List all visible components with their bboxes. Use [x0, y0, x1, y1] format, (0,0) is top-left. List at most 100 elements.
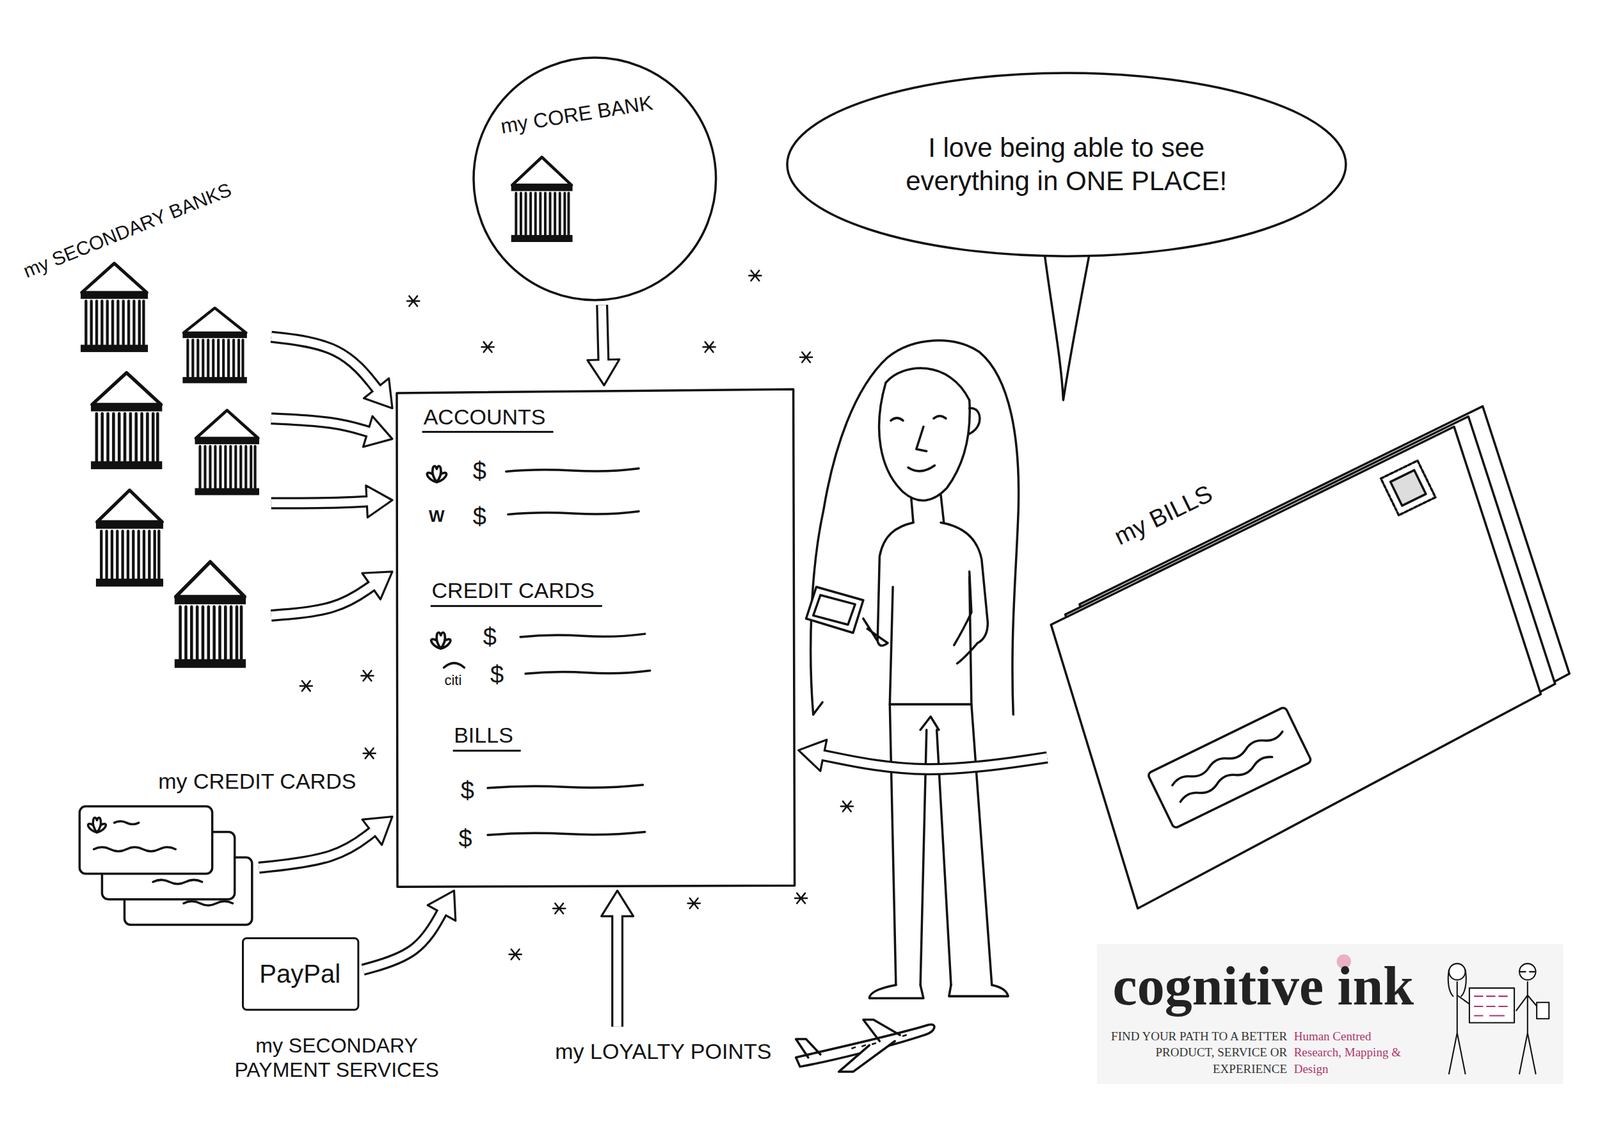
- arrow-inner: [271, 418, 370, 432]
- flow-arrow: [259, 816, 393, 868]
- credit-card: [79, 806, 212, 874]
- bank-icon: [174, 561, 246, 669]
- dashboard-panel: ACCOUNTS$W$CREDIT CARDS$citi$BILLS$$: [394, 387, 797, 888]
- arrow-head: [587, 359, 620, 386]
- amount-symbol: $: [472, 503, 487, 533]
- ear: [969, 408, 980, 434]
- amount-symbol: $: [490, 661, 504, 691]
- card-detail: [152, 879, 203, 884]
- sparkle: [800, 352, 813, 363]
- airplane-windows: [851, 1034, 907, 1049]
- hair-tip: [813, 702, 823, 715]
- stamp-face: [1390, 469, 1426, 505]
- text-holder: $: [472, 503, 487, 533]
- eye: [890, 417, 904, 421]
- sparkle: [703, 341, 716, 352]
- arrow-inner: [821, 754, 1048, 769]
- board-marks: [1474, 995, 1508, 1016]
- bank-icon: [96, 490, 164, 587]
- text-holder: my CREDIT CARDS: [158, 767, 356, 794]
- sparkle: [794, 892, 808, 904]
- text-holder: my SECONDARY PAYMENT SERVICES: [221, 1032, 452, 1082]
- sparkle: [840, 801, 854, 812]
- sparkle: [552, 903, 566, 914]
- hairline: [885, 368, 970, 400]
- sparkle: [300, 680, 313, 691]
- arrow-outline: [271, 418, 370, 432]
- service-name: PayPal: [259, 958, 341, 989]
- leaf-logo: [88, 817, 107, 832]
- amount-line: [520, 633, 646, 637]
- secondary-banks-group: my SECONDARY BANKS: [76, 255, 268, 674]
- stamp: [1381, 460, 1436, 515]
- figure-body: [1516, 981, 1539, 1074]
- speech-text: I love being able to see everything in O…: [874, 130, 1259, 198]
- flow-arrow: [362, 890, 456, 970]
- card-detail: [94, 846, 176, 851]
- arrow-outline: [821, 754, 1048, 769]
- node-outline: [394, 387, 797, 888]
- text-holder: BILLS: [452, 721, 521, 752]
- amount-symbol: $: [460, 776, 475, 806]
- address-window: [1147, 706, 1312, 829]
- flow-arrow: [271, 571, 393, 616]
- group-label: my CREDIT CARDS: [158, 767, 356, 794]
- right-arm: [940, 522, 988, 664]
- bank-logo-text: citi: [444, 672, 462, 689]
- text-holder: cognitive ink: [1112, 955, 1415, 1017]
- airplane-wing: [863, 1019, 900, 1041]
- airplane-wing: [839, 1040, 896, 1072]
- section-heading: CREDIT CARDS: [430, 577, 603, 607]
- card-detail: [183, 901, 233, 905]
- sparkle: [688, 897, 701, 909]
- sketch: [79, 156, 1570, 1084]
- circle-outline: [473, 57, 717, 301]
- arrow-outline: [611, 913, 624, 1027]
- amount-line: [508, 511, 639, 515]
- logo-figure: [1448, 963, 1550, 1074]
- legs: [889, 704, 992, 985]
- circle-label: my CORE BANK: [498, 90, 655, 139]
- speech-tail: [1042, 240, 1092, 400]
- arrow-outline: [259, 830, 374, 868]
- amount-line: [487, 831, 646, 835]
- loyalty-points-label: my LOYALTY POINTS: [547, 1030, 779, 1072]
- woman-figure: [806, 340, 1019, 999]
- stamp-edge: [1381, 460, 1436, 515]
- panel-outline: [396, 389, 795, 887]
- arrow-head: [366, 485, 393, 518]
- hair: [810, 340, 1019, 715]
- sparkle: [360, 670, 374, 681]
- arrow-outline: [602, 304, 604, 362]
- amount-line: [525, 670, 651, 674]
- credit-card-stack: [79, 806, 252, 925]
- envelope: [1050, 426, 1541, 909]
- speech-bubble: I love being able to see everything in O…: [785, 71, 1348, 258]
- amount-symbol: $: [458, 824, 472, 854]
- bank-logo-letter: W: [428, 506, 445, 527]
- core-bank-circle: my CORE BANK: [472, 56, 718, 302]
- flow-arrow: [271, 485, 393, 518]
- figure-board: [1469, 987, 1515, 1023]
- arrow-head: [601, 890, 634, 916]
- text-holder: CREDIT CARDS: [430, 577, 603, 607]
- sparkle: [509, 949, 522, 960]
- flow-arrow: [601, 890, 634, 1027]
- arrow-outline: [271, 336, 378, 390]
- torso: [889, 576, 972, 704]
- neck: [911, 494, 944, 523]
- flow-arrow: [798, 739, 1048, 771]
- section-heading: ACCOUNTS: [422, 403, 554, 434]
- sparkle: [481, 341, 495, 352]
- bank-icon: [90, 372, 162, 470]
- arrow-inner: [259, 830, 374, 868]
- figure-head: [1519, 963, 1536, 980]
- address-line: [1171, 728, 1284, 788]
- amount-symbol: $: [483, 623, 497, 653]
- group-label: my LOYALTY POINTS: [554, 1038, 772, 1065]
- text-holder: my CORE BANK: [498, 90, 655, 139]
- tagline: FIND YOUR PATH TO A BETTER PRODUCT, SERV…: [1104, 1027, 1288, 1077]
- bank-icon: [511, 156, 573, 242]
- arrow-inner: [602, 304, 604, 362]
